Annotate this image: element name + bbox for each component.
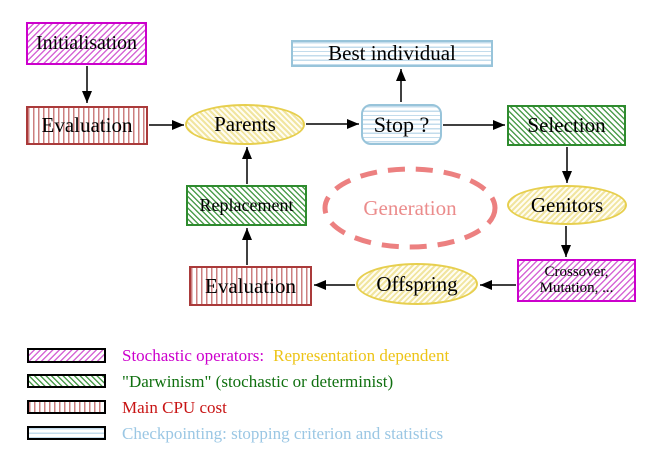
legend-row-stochastic: Stochastic operators: Representation depe… <box>122 346 449 366</box>
node-replacement-label: Replacement <box>199 195 294 216</box>
node-parents-label: Parents <box>214 112 276 137</box>
node-offspring: Offspring <box>356 263 478 305</box>
legend-row-cpu-cost: Main CPU cost <box>122 398 227 417</box>
node-stop-label: Stop ? <box>373 111 430 137</box>
node-stop: Stop ? <box>361 104 442 145</box>
node-selection: Selection <box>507 105 626 146</box>
node-initialisation-label: Initialisation <box>35 32 138 54</box>
node-crossover-line1: Crossover, <box>544 263 609 280</box>
node-genitors: Genitors <box>507 185 627 225</box>
node-selection-label: Selection <box>527 113 606 138</box>
node-evaluation-bottom-label: Evaluation <box>205 273 296 298</box>
legend-swatch-checkpointing <box>27 426 106 440</box>
node-evaluation-top-label: Evaluation <box>41 113 133 138</box>
legend-swatch-darwinism <box>27 374 106 388</box>
node-replacement: Replacement <box>186 185 307 226</box>
node-evaluation-bottom: Evaluation <box>189 266 312 306</box>
legend-stochastic-label: Stochastic operators: <box>122 346 265 365</box>
generation-label: Generation <box>363 196 457 220</box>
node-crossover-line2: Mutation, ... <box>539 279 614 296</box>
legend-row-checkpointing: Checkpointing: stopping criterion and st… <box>122 424 444 443</box>
legend-swatch-stochastic <box>27 348 106 363</box>
node-best-individual-label: Best individual <box>328 41 456 66</box>
node-offspring-label: Offspring <box>376 271 458 296</box>
legend-swatch-cpu-cost <box>27 400 106 414</box>
node-genitors-label: Genitors <box>530 192 604 217</box>
node-parents: Parents <box>185 104 305 145</box>
node-crossover-mutation: Crossover, Mutation, ... <box>517 259 636 302</box>
node-best-individual: Best individual <box>291 40 493 67</box>
legend-representation-label: Representation dependent <box>273 346 450 365</box>
arrows-group <box>82 66 572 290</box>
legend-row-darwinism: "Darwinism" (stochastic or determinist) <box>122 372 394 391</box>
node-initialisation: Initialisation <box>26 22 147 65</box>
node-evaluation-top: Evaluation <box>26 106 148 145</box>
